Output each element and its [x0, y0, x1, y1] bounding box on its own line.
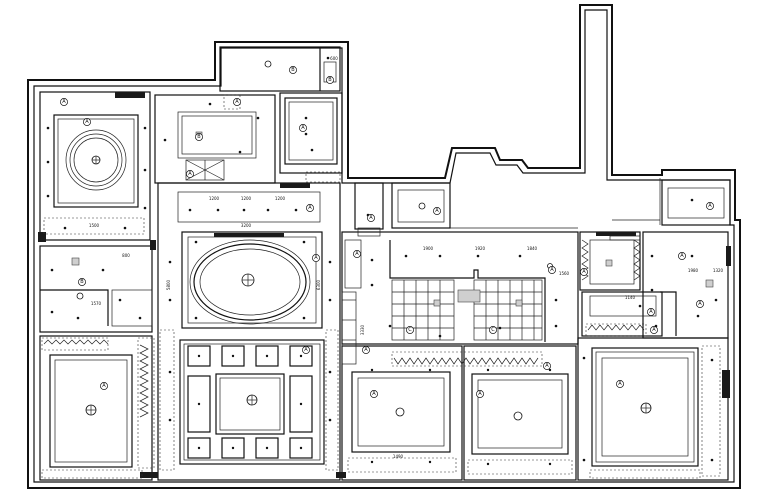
dim-text: 1980: [688, 268, 699, 273]
dim-text: 1560: [559, 271, 570, 276]
tiled-wet-area: [388, 240, 558, 367]
tag-a: A: [650, 326, 658, 334]
svg-text:C: C: [408, 327, 412, 333]
tag-a: A: [367, 214, 375, 222]
tag-a: A: [233, 98, 241, 106]
stair-outline: [450, 178, 661, 229]
dim-text: 600: [330, 56, 338, 61]
room-bottom-center-right: [467, 368, 573, 475]
tag-a: A: [548, 266, 556, 274]
tag-c: C: [489, 326, 497, 334]
room-bottom-center-left: [347, 368, 457, 473]
dim-text: 800: [122, 253, 130, 258]
svg-text:A: A: [85, 119, 89, 125]
tag-b: B: [195, 133, 203, 141]
tag-b: B: [326, 76, 334, 84]
room-right-upper: [581, 235, 718, 337]
tag-a: A: [647, 308, 655, 316]
svg-text:C: C: [491, 327, 495, 333]
dim-text: 1320: [713, 268, 724, 273]
dim-text: 1200: [241, 196, 252, 201]
dim-text: 1570: [91, 301, 102, 306]
tag-a: A: [678, 252, 686, 260]
svg-text:B: B: [197, 134, 201, 140]
dim-text: 1140: [625, 295, 636, 300]
room-top-center: [163, 94, 260, 181]
svg-text:A: A: [369, 215, 373, 221]
tag-c: C: [406, 326, 414, 334]
svg-text:A: A: [618, 381, 622, 387]
tag-a: A: [370, 390, 378, 398]
tag-a: A: [706, 202, 714, 210]
svg-text:A: A: [649, 309, 653, 315]
tag-a: A: [100, 382, 108, 390]
room-bottom-left: [41, 337, 155, 479]
dim-text: 3200: [241, 223, 252, 228]
tag-a: A: [362, 346, 370, 354]
svg-text:A: A: [314, 255, 318, 261]
main-hall: [159, 191, 339, 471]
wall-hatching: [38, 92, 731, 478]
tag-a: A: [543, 362, 551, 370]
dim-text: 5800: [166, 279, 171, 290]
tag-a: A: [306, 204, 314, 212]
svg-text:A: A: [355, 251, 359, 257]
dim-text: 6300: [316, 279, 321, 290]
svg-text:A: A: [550, 267, 554, 273]
tag-a: A: [476, 390, 484, 398]
dim-text: 3330: [360, 324, 365, 335]
svg-text:A: A: [680, 253, 684, 259]
tag-a: A: [302, 346, 310, 354]
dim-text: 1840: [527, 246, 538, 251]
tag-a: A: [83, 118, 91, 126]
svg-text:B: B: [328, 77, 332, 83]
svg-text:A: A: [372, 391, 376, 397]
svg-text:A: A: [708, 203, 712, 209]
svg-text:A: A: [188, 171, 192, 177]
dim-text: 1200: [275, 196, 286, 201]
label-tags: A A B A B B B A A A A A A A A A A A A C …: [60, 66, 714, 398]
dim-text: 1200: [209, 196, 220, 201]
tag-b: B: [289, 66, 297, 74]
tag-b: B: [78, 278, 86, 286]
svg-text:A: A: [364, 347, 368, 353]
room-circular-ceiling: [43, 114, 147, 235]
dim-text: 1900: [423, 246, 434, 251]
svg-text:A: A: [301, 125, 305, 131]
svg-text:B: B: [291, 67, 295, 73]
room-left-middle: [40, 257, 153, 327]
svg-text:A: A: [545, 363, 549, 369]
room-top-pantry: [264, 47, 337, 91]
dimension-labels: 1200 1200 1200 3200 1500 1900 1920 1840 …: [89, 56, 724, 459]
tag-a: A: [186, 170, 194, 178]
svg-text:A: A: [235, 99, 239, 105]
tag-a: A: [353, 250, 361, 258]
room-bottom-right: [582, 345, 721, 479]
svg-text:B: B: [80, 279, 84, 285]
corridor-center: [341, 213, 381, 365]
room-small-square: [284, 97, 341, 183]
tag-a: A: [696, 300, 704, 308]
tag-a: A: [580, 268, 588, 276]
svg-text:A: A: [698, 301, 702, 307]
tag-a: A: [299, 124, 307, 132]
tag-a: A: [312, 254, 320, 262]
svg-text:A: A: [582, 269, 586, 275]
svg-text:A: A: [478, 391, 482, 397]
svg-text:A: A: [62, 99, 66, 105]
svg-text:A: A: [102, 383, 106, 389]
svg-text:A: A: [435, 208, 439, 214]
tag-a: A: [60, 98, 68, 106]
dim-text: 1500: [89, 223, 100, 228]
dim-text: 1490: [393, 454, 404, 459]
room-entry: [397, 187, 725, 223]
svg-text:A: A: [652, 327, 656, 333]
dim-text: 1920: [475, 246, 486, 251]
tag-a: A: [616, 380, 624, 388]
tag-a: A: [433, 207, 441, 215]
svg-text:A: A: [304, 347, 308, 353]
svg-text:A: A: [308, 205, 312, 211]
